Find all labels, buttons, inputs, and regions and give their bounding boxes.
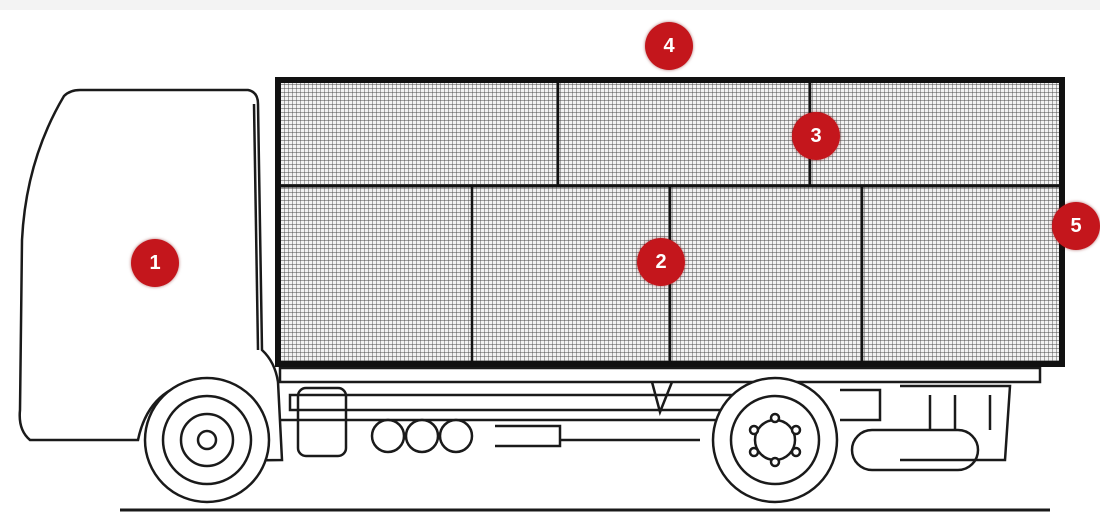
marker-1-label: 1 (149, 252, 160, 274)
truck-chassis (280, 368, 1040, 470)
cargo-box (278, 80, 1062, 364)
front-wheel (145, 378, 269, 502)
marker-2-label: 2 (655, 251, 666, 273)
top-bar (0, 0, 1100, 10)
marker-5: 5 (1052, 202, 1100, 250)
marker-2: 2 (637, 238, 685, 286)
marker-3: 3 (792, 112, 840, 160)
marker-3-label: 3 (810, 125, 821, 147)
marker-5-label: 5 (1070, 215, 1081, 237)
marker-4: 4 (645, 22, 693, 70)
marker-4-label: 4 (663, 35, 674, 57)
marker-1: 1 (131, 239, 179, 287)
rear-wheel (713, 378, 837, 502)
fuel-tanks (372, 420, 472, 452)
